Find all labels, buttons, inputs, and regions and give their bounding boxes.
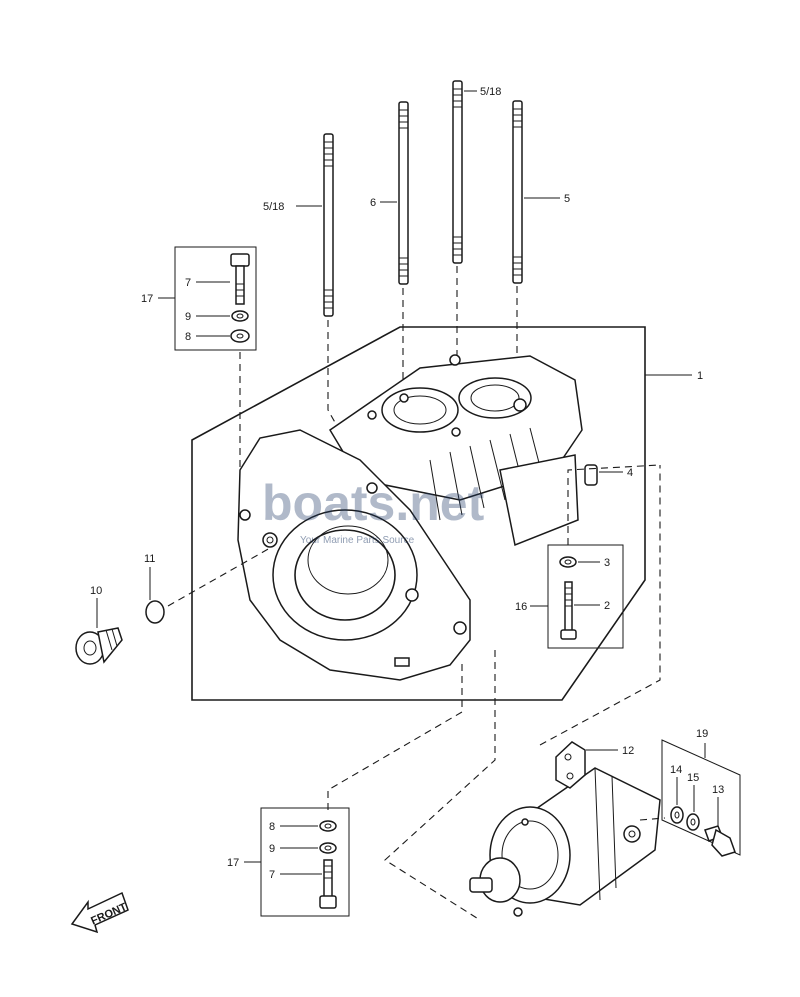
lockwasher-bottom[interactable] [319, 842, 337, 854]
callout-lockwasher-top: 9 [185, 311, 230, 323]
washer-right[interactable] [559, 556, 577, 568]
washer-top[interactable] [230, 329, 250, 343]
stud-left[interactable] [323, 133, 334, 317]
callout-washer-right: 3 [578, 557, 610, 569]
kit-right-box: 16 [515, 544, 624, 649]
crankcase[interactable] [237, 354, 583, 681]
starter-dash-lower [384, 650, 496, 921]
callout-bolt-right: 2 [574, 600, 610, 612]
plug-dash [167, 547, 271, 607]
callout-kit-top-label: 17 [141, 293, 153, 305]
callout-dowel: 4 [599, 467, 633, 479]
oring[interactable] [145, 600, 165, 624]
callout-washer-bottom: 8 [269, 821, 318, 833]
callout-starter-lockwasher-label: 15 [687, 772, 699, 784]
starter-lockwasher[interactable] [686, 813, 700, 831]
callout-oring-label: 11 [144, 553, 155, 565]
callout-stud-right-label: 5 [564, 193, 570, 205]
callout-lockwasher-bottom-label: 9 [269, 843, 275, 855]
callout-plug-label: 10 [90, 585, 102, 597]
callout-kit-right-label: 16 [515, 601, 527, 613]
lockwasher-top[interactable] [231, 310, 249, 322]
kit-right-dash [567, 464, 661, 545]
callout-bolt-right-label: 2 [604, 600, 610, 612]
callout-lockwasher-top-label: 9 [185, 311, 191, 323]
callout-washer-right-label: 3 [604, 557, 610, 569]
bolt-bottom[interactable] [319, 859, 337, 909]
callout-bolt-bottom: 7 [269, 869, 322, 881]
callout-stud-mid-right-label: 5/18 [480, 86, 501, 98]
watermark: boats.net Your Marine Parts Source [262, 475, 485, 546]
drain-plug[interactable] [75, 627, 123, 665]
callout-kit-bottom-label: 17 [227, 857, 239, 869]
watermark-tagline: Your Marine Parts Source [300, 535, 415, 546]
callout-starter-bolt: 13 [712, 784, 724, 826]
stud-mid-right[interactable] [452, 80, 463, 264]
kit-top-box: 17 [141, 246, 257, 351]
callout-starter-plate-label: 12 [622, 745, 634, 757]
callout-bolt-top: 7 [185, 277, 230, 289]
kit-bottom-dash [327, 660, 463, 810]
callout-starter-washer: 14 [670, 764, 682, 805]
callout-stud-left: 5/18 [263, 201, 322, 213]
dowel-pin[interactable] [584, 464, 598, 486]
callout-starter-plate: 12 [586, 745, 634, 757]
callout-washer-bottom-label: 8 [269, 821, 275, 833]
callout-dowel-label: 4 [627, 467, 633, 479]
bolt-right[interactable] [560, 581, 577, 640]
starter-bolt[interactable] [704, 825, 736, 857]
callout-washer-top-label: 8 [185, 331, 191, 343]
callout-stud-mid-right: 5/18 [464, 86, 501, 98]
bolt-top[interactable] [230, 253, 250, 305]
callout-bolt-bottom-label: 7 [269, 869, 275, 881]
starter-plate[interactable] [555, 741, 586, 789]
callout-stud-mid-left-label: 6 [370, 197, 376, 209]
stud-right[interactable] [512, 100, 523, 284]
front-arrow-icon: FRONT [70, 891, 129, 934]
starter-washer[interactable] [670, 806, 684, 824]
stud-mid-left[interactable] [398, 101, 409, 285]
callout-stud-right: 5 [524, 193, 570, 205]
washer-bottom[interactable] [319, 820, 337, 832]
callout-starter-bolt-label: 13 [712, 784, 724, 796]
callout-stud-mid-left: 6 [370, 197, 397, 209]
callout-oring: 11 [144, 553, 155, 600]
callout-starter-lockwasher: 15 [687, 772, 699, 812]
crankcase-boundary: 1 [191, 326, 703, 701]
callout-lockwasher-bottom: 9 [269, 843, 318, 855]
starter-dash-upper [539, 465, 661, 746]
callout-starter-kit-label: 19 [696, 728, 708, 740]
callout-washer-top: 8 [185, 331, 230, 343]
callout-crankcase-label: 1 [697, 370, 703, 382]
starter-kit-box: 19 [661, 728, 741, 856]
callout-starter-washer-label: 14 [670, 764, 682, 776]
kit-bottom-box: 17 [227, 807, 350, 917]
starter-kit-dash [639, 817, 666, 821]
callout-stud-left-label: 5/18 [263, 201, 284, 213]
watermark-brand: boats.net [262, 475, 485, 531]
starter-motor[interactable] [469, 767, 661, 917]
callout-plug: 10 [90, 585, 102, 628]
callout-bolt-top-label: 7 [185, 277, 191, 289]
